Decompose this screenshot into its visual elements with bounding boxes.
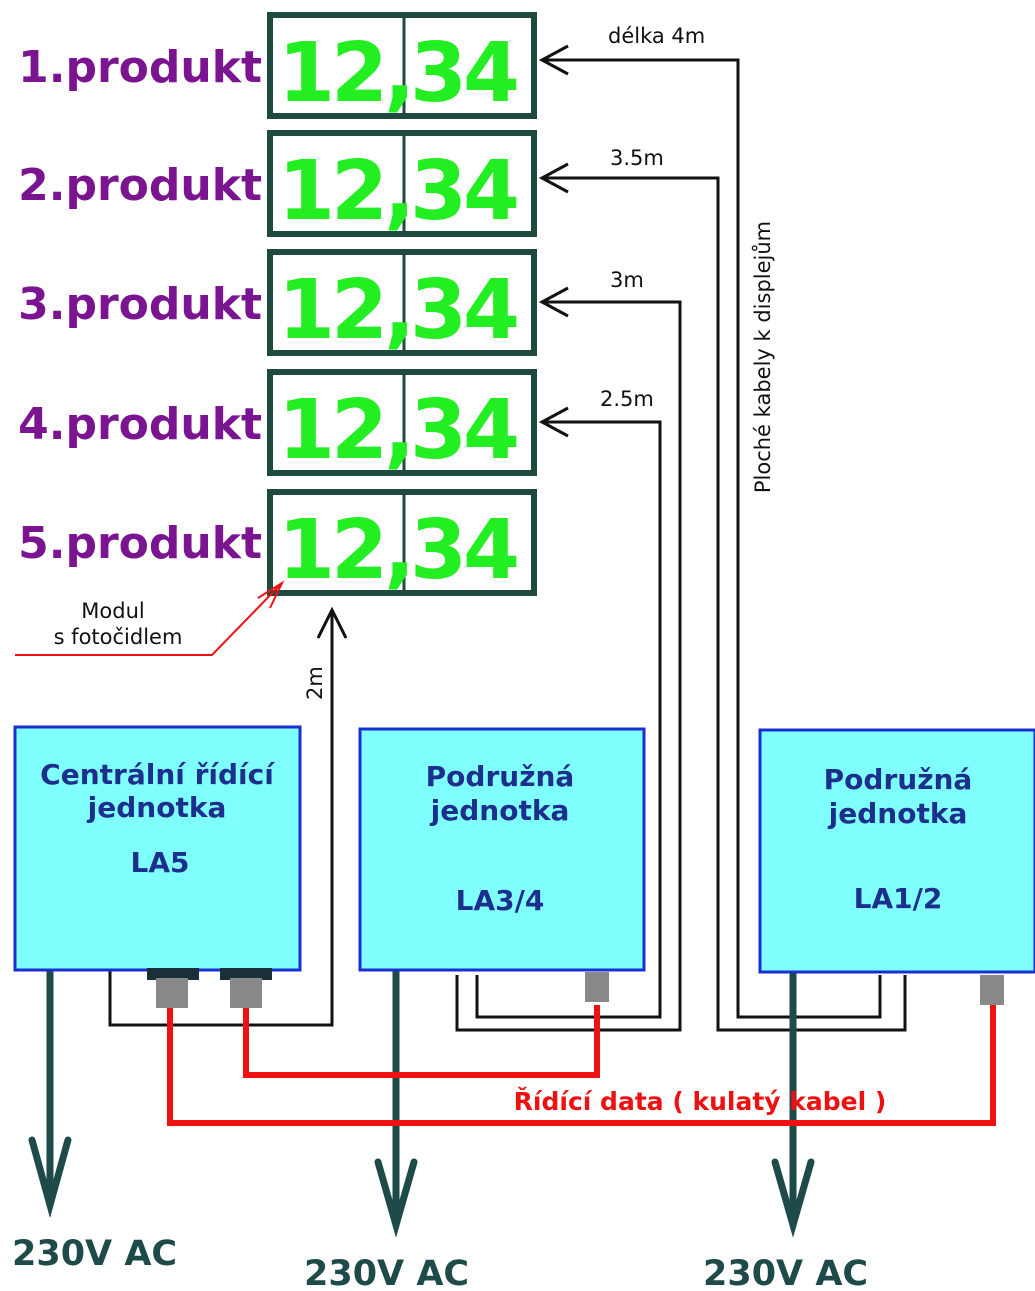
unit-box <box>358 727 646 972</box>
display-1: 12, 34 1.produkt <box>18 12 537 121</box>
display-value-left: 12, <box>278 263 411 358</box>
display-value-right: 34 <box>410 263 517 358</box>
product-label: 5.produkt <box>18 518 262 569</box>
display-value-right: 34 <box>410 383 517 478</box>
connector <box>980 975 1004 1005</box>
display-value-right: 34 <box>410 144 517 239</box>
cable-display-2 <box>545 176 907 1032</box>
display-value-left: 12, <box>278 503 411 598</box>
sensor-module-line2: s fotočidlem <box>54 625 183 649</box>
unit-la34: Podružná jednotka LA3/4 <box>358 727 646 1002</box>
control-cable-la5-la34 <box>243 1005 600 1078</box>
unit-la5: Centrální řídící jednotka LA5 <box>13 725 302 1008</box>
display-value-right: 34 <box>410 503 517 598</box>
flat-cables-label: Ploché kabely k displejům <box>751 221 775 493</box>
unit-title-line2: jednotka <box>828 797 968 830</box>
display-frame <box>267 12 537 119</box>
cable-display-4 <box>475 420 662 1019</box>
product-label: 3.produkt <box>18 279 262 330</box>
display-value-left: 12, <box>278 144 411 239</box>
cable-length-label: 3.5m <box>610 146 664 170</box>
unit-title-line1: Podružná <box>824 763 973 796</box>
cable-display-3 <box>455 300 682 1032</box>
control-cable-la5-la12 <box>167 1005 996 1126</box>
display-value-right: 34 <box>410 26 517 121</box>
display-frame <box>267 369 537 476</box>
unit-code: LA5 <box>131 846 190 879</box>
unit-box <box>758 728 1035 974</box>
unit-la12: Podružná jednotka LA1/2 <box>758 728 1035 1005</box>
arrow-head <box>316 606 348 639</box>
product-label: 4.produkt <box>18 399 262 450</box>
display-frame <box>267 249 537 356</box>
display-frame <box>267 489 537 596</box>
connector-base <box>147 968 199 980</box>
control-data-cables <box>167 1005 996 1126</box>
arrow-head <box>538 406 569 438</box>
power-arrow-la34 <box>374 968 418 1238</box>
cable-length-label: délka 4m <box>608 24 705 48</box>
power-arrows <box>28 966 815 1238</box>
power-label: 230V AC <box>304 1254 469 1291</box>
unit-title-line2: jednotka <box>87 791 227 824</box>
display-value-left: 12, <box>278 26 411 121</box>
callout-line <box>15 582 283 656</box>
arrow-head <box>538 286 569 318</box>
unit-title-line2: jednotka <box>430 794 570 827</box>
power-label: 230V AC <box>12 1234 177 1274</box>
unit-title-line1: Centrální řídící <box>40 758 275 791</box>
unit-title-line1: Podružná <box>426 760 575 793</box>
sensor-module-line1: Modul <box>81 599 144 623</box>
unit-code: LA3/4 <box>456 884 545 917</box>
display-2: 12, 34 2.produkt <box>18 130 537 239</box>
cable-display-1 <box>545 58 882 1019</box>
flat-cables <box>108 58 907 1032</box>
display-5: 12, 34 5.produkt <box>18 489 537 598</box>
cable-length-label: 2.5m <box>600 387 654 411</box>
power-arrow-la5 <box>28 966 72 1219</box>
connector <box>230 978 262 1008</box>
power-label: 230V AC <box>703 1254 868 1291</box>
unit-code: LA1/2 <box>854 882 943 915</box>
display-3: 12, 34 3.produkt <box>18 249 537 358</box>
connector <box>156 978 188 1008</box>
product-label: 2.produkt <box>18 160 262 211</box>
callout-arrow <box>257 580 285 609</box>
cable-length-label: 3m <box>610 268 644 292</box>
display-frame <box>267 130 537 237</box>
cable-arrowheads <box>316 44 569 639</box>
display-4: 12, 34 4.produkt <box>18 369 537 478</box>
display-value-left: 12, <box>278 383 411 478</box>
unit-box <box>13 725 302 972</box>
connector <box>585 972 609 1002</box>
connector-base <box>220 968 272 980</box>
control-data-label: Řídící data ( kulatý kabel ) <box>514 1087 887 1116</box>
arrow-head <box>538 162 569 194</box>
cable-length-label: 2m <box>303 666 327 700</box>
cable-display-5 <box>108 612 334 1027</box>
product-label: 1.produkt <box>18 42 262 93</box>
arrow-head <box>538 44 569 76</box>
power-arrow-la12 <box>771 968 815 1238</box>
sensor-module-callout: Modul s fotočidlem <box>15 580 285 656</box>
